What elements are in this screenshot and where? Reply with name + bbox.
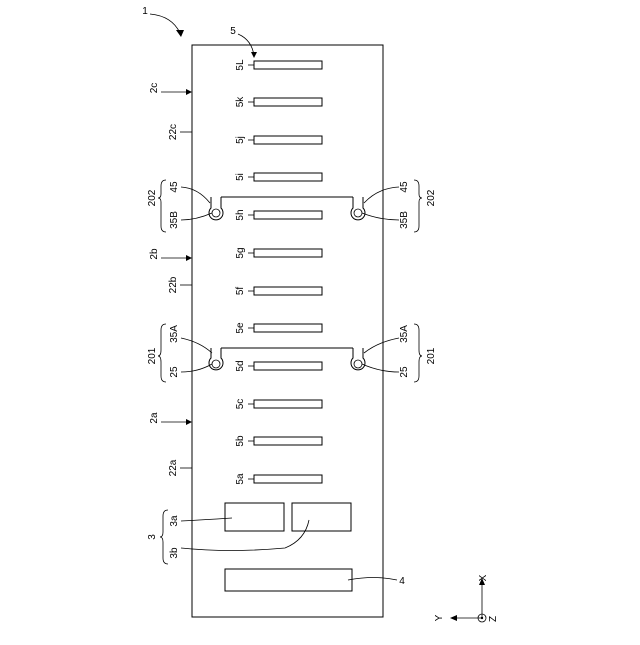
label-35A-left: 35A	[169, 325, 180, 343]
label-25-left: 25	[169, 366, 180, 378]
joint-202-right	[351, 197, 365, 220]
axis-y-label: Y	[434, 614, 445, 621]
label-3b: 3b	[169, 547, 180, 559]
axis-x-label: X	[478, 574, 489, 581]
joint-202-left	[209, 197, 223, 220]
label-2a: 2a	[149, 412, 160, 424]
label-201-left: 201	[147, 347, 158, 364]
component-3a	[225, 503, 284, 531]
label-5c: 5c	[235, 399, 246, 410]
ref-1-leader	[150, 14, 180, 33]
label-3a: 3a	[169, 515, 180, 527]
section-labels: 2c 22c 2b 22b 2a 22a	[149, 83, 192, 477]
label-5f: 5f	[235, 287, 246, 296]
label-5g: 5g	[235, 247, 246, 258]
label-202-left: 202	[147, 189, 158, 206]
label-5i: 5i	[235, 173, 246, 181]
element-slots	[254, 61, 322, 483]
label-45-right: 45	[399, 181, 410, 193]
slot-5L	[254, 61, 322, 69]
joint-201-labels: 201 35A 25 201 35A 25	[147, 324, 437, 382]
label-201-right: 201	[426, 347, 437, 364]
label-35B-right: 35B	[399, 211, 410, 229]
ref-1-arrowhead	[176, 30, 184, 37]
label-5e: 5e	[235, 322, 246, 334]
slot-5c	[254, 400, 322, 408]
joint-202-labels: 202 45 35B 202 45 35B	[147, 180, 437, 232]
label-5h: 5h	[235, 209, 246, 220]
slot-5f	[254, 287, 322, 295]
body-outline	[192, 45, 383, 617]
label-4: 4	[399, 576, 405, 587]
label-5L: 5L	[235, 59, 246, 71]
component-3b	[292, 503, 351, 531]
component-4	[225, 569, 352, 591]
label-45-left: 45	[169, 181, 180, 193]
slot-5i	[254, 173, 322, 181]
slot-5d	[254, 362, 322, 370]
label-35B-left: 35B	[169, 211, 180, 229]
label-22b: 22b	[168, 276, 179, 293]
axis-z-label: Z	[488, 616, 499, 622]
slot-5h	[254, 211, 322, 219]
slot-5g	[254, 249, 322, 257]
label-3: 3	[147, 534, 158, 540]
label-25-right: 25	[399, 366, 410, 378]
label-5a: 5a	[235, 473, 246, 485]
label-2c: 2c	[149, 83, 160, 94]
slot-5e	[254, 324, 322, 332]
label-5d: 5d	[235, 360, 246, 371]
joint-201-left	[209, 348, 223, 370]
joint-201-right	[351, 348, 365, 370]
slot-5a	[254, 475, 322, 483]
slot-5j	[254, 136, 322, 144]
ref-5: 5	[230, 26, 236, 37]
slot-5k	[254, 98, 322, 106]
label-5b: 5b	[235, 435, 246, 447]
label-2b: 2b	[149, 248, 160, 260]
axes-indicator: X Y Z	[434, 574, 499, 622]
label-22c: 22c	[168, 124, 179, 140]
ref-1: 1	[142, 6, 148, 17]
label-5k: 5k	[235, 96, 246, 108]
component-labels: 3 3a 3b 4	[147, 510, 405, 587]
label-35A-right: 35A	[399, 325, 410, 343]
ref-5-arrowhead	[251, 52, 257, 58]
slot-5b	[254, 437, 322, 445]
label-202-right: 202	[426, 189, 437, 206]
label-22a: 22a	[168, 459, 179, 476]
element-labels: 5a 5b 5c 5d 5e 5f 5g 5h 5i 5j 5k 5L	[235, 59, 254, 485]
label-5j: 5j	[235, 136, 246, 144]
